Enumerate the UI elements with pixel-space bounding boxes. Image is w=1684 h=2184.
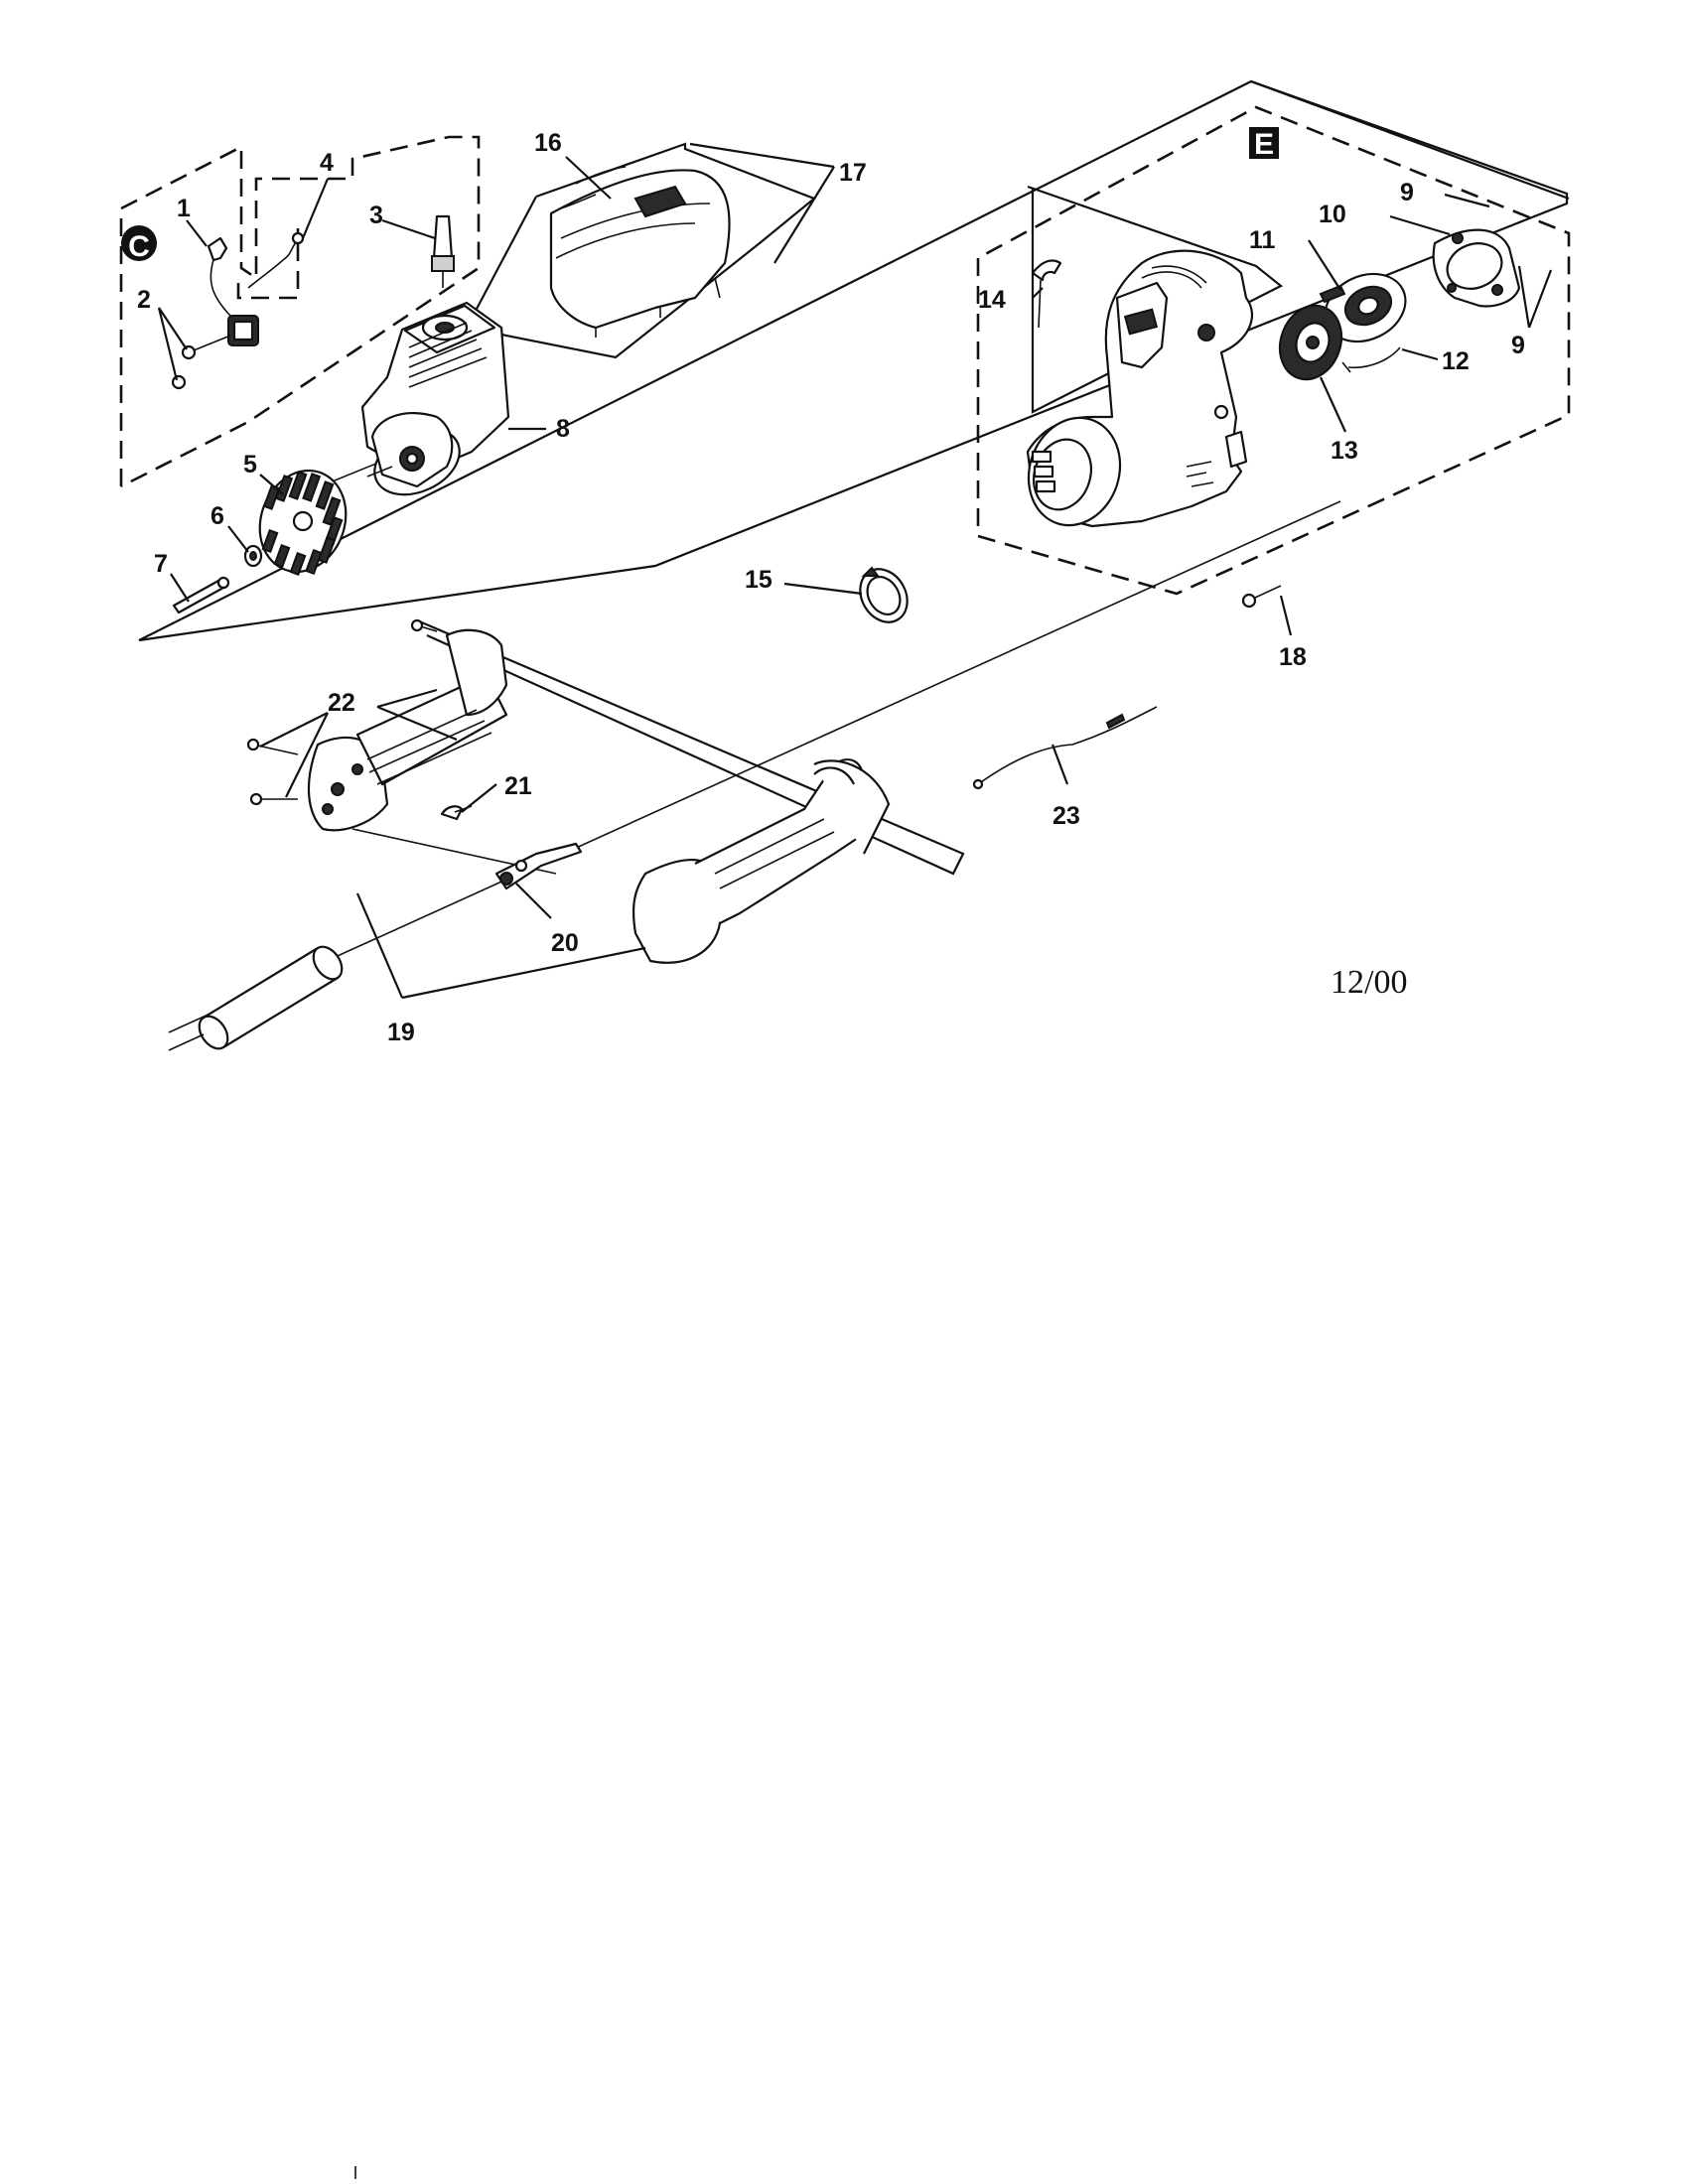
flywheel-washer[interactable] [243,544,263,568]
flywheel-nut[interactable] [172,576,230,614]
callout-7: 7 [154,550,168,578]
starter-pawl[interactable] [1270,297,1351,388]
ignition-module[interactable] [171,236,259,390]
callout-9-top: 9 [1400,179,1414,206]
callout-14: 14 [978,286,1006,314]
diagram-date: 12/00 [1331,964,1407,1001]
shaft-clamp[interactable] [851,561,916,630]
handle-frame [416,618,965,876]
muffler-shield[interactable] [549,166,731,338]
svg-text:E: E [1254,128,1274,161]
drive-shaft-tube[interactable] [168,941,348,1053]
trigger[interactable] [494,842,583,890]
fuel-line-clip[interactable] [1031,259,1062,329]
starter-pulley[interactable] [1314,261,1416,354]
callout-13: 13 [1331,437,1358,465]
callout-17: 17 [839,159,867,187]
starter-spring[interactable] [1341,346,1401,373]
callout-21: 21 [504,772,532,800]
housing-assembly[interactable] [1015,249,1254,538]
callout-12: 12 [1442,347,1470,375]
callout-11: 11 [1249,226,1276,254]
callout-18: 18 [1279,643,1307,671]
section-e-frame[interactable] [976,105,1571,596]
leader-lines [157,142,1553,1000]
spark-plug[interactable] [431,214,455,288]
handle-screws[interactable] [246,618,438,806]
throttle-cable[interactable] [972,706,1158,790]
ground-wire[interactable] [247,231,305,289]
callout-10: 10 [1319,201,1346,228]
callout-15: 15 [745,566,772,594]
callout-1: 1 [177,195,191,222]
housing-frame [1027,185,1284,414]
section-c-inner [236,228,300,300]
engine-assembly[interactable] [360,301,510,507]
callout-23: 23 [1052,802,1080,830]
section-label-e: E [1249,127,1279,161]
flywheel[interactable] [246,459,360,584]
callout-5: 5 [243,451,257,478]
callout-4: 4 [320,149,334,177]
callout-22: 22 [328,689,355,717]
handle-assembly[interactable] [307,628,891,964]
starter-housing[interactable] [1432,228,1521,308]
handle-screw[interactable] [1241,585,1282,609]
callout-9-right: 9 [1511,332,1525,359]
section-label-c: C [121,225,157,263]
axis-line-main [168,500,1341,1033]
svg-text:C: C [128,230,150,263]
callout-19: 19 [387,1019,415,1046]
callout-6: 6 [210,502,224,530]
callout-8: 8 [556,415,570,443]
callout-16: 16 [534,129,562,157]
callout-20: 20 [551,929,579,957]
outer-frame-top [1250,79,1570,201]
callout-2: 2 [137,286,151,314]
callout-3: 3 [369,202,383,229]
